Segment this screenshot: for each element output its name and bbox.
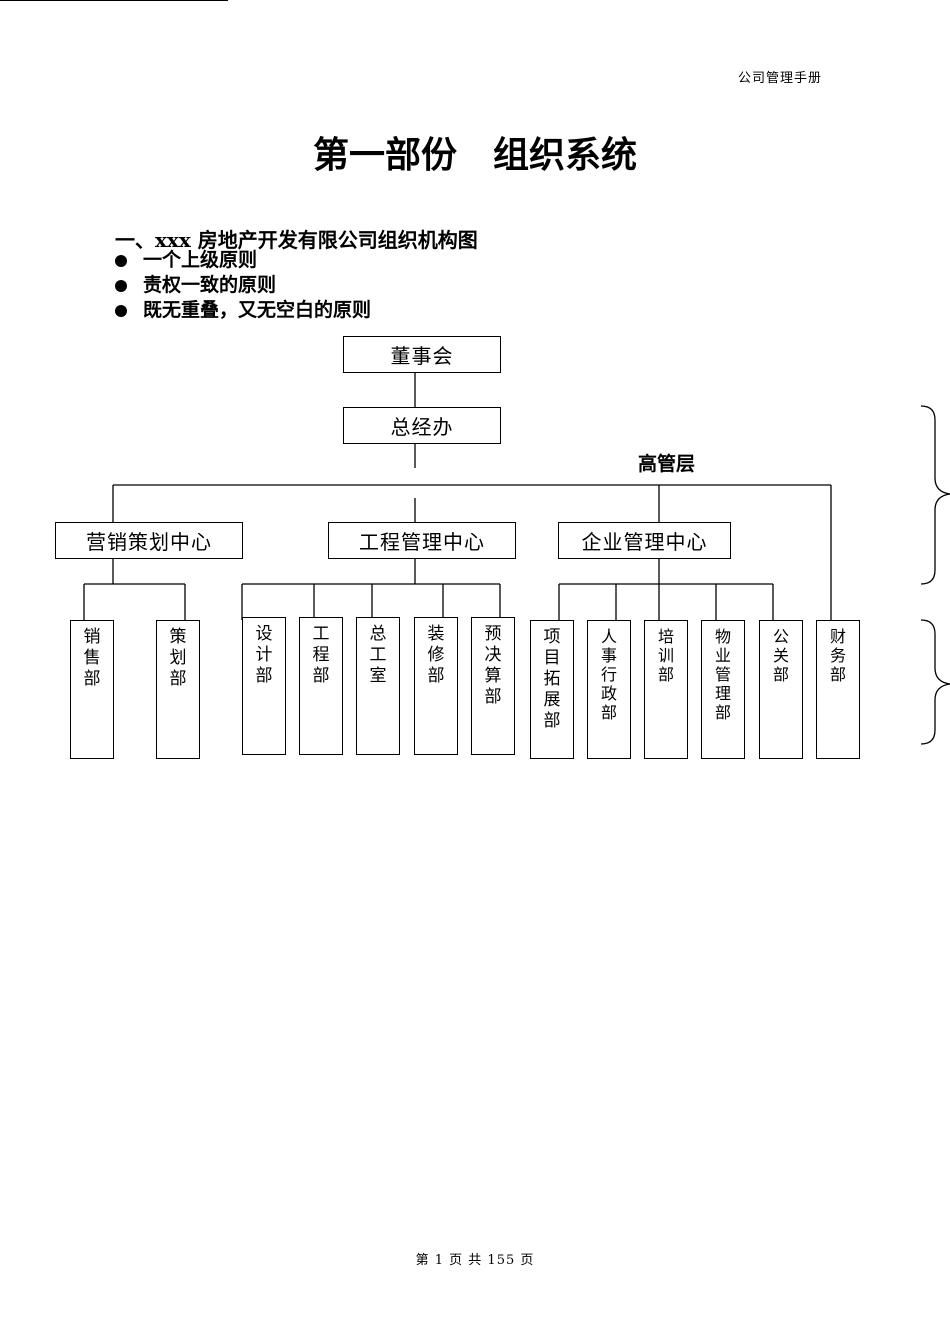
principles-list: 一个上级原则 责权一致的原则 既无重叠，又无空白的原则	[115, 248, 371, 323]
list-item: 一个上级原则	[115, 248, 371, 273]
org-node-decoration-dept: 装修部	[414, 617, 458, 755]
page-footer: 第 1 页 共 155 页	[415, 1253, 535, 1268]
bullet-icon	[115, 304, 127, 317]
org-node-design-dept: 设计部	[242, 617, 286, 755]
running-header: 公司管理手册	[738, 71, 823, 86]
org-node-property-mgmt-dept: 物业管理部	[701, 620, 745, 759]
org-node-budget-dept: 预决算部	[471, 617, 515, 755]
page-title: 第一部份 组织系统	[312, 134, 637, 176]
org-node-marketing-center: 营销策划中心	[55, 522, 243, 559]
org-node-enterprise-center: 企业管理中心	[558, 522, 731, 559]
senior-layer-label: 高管层	[638, 453, 696, 475]
header-rule	[0, 0, 228, 1]
org-node-project-expansion-dept: 项目拓展部	[530, 620, 574, 759]
list-item: 责权一致的原则	[115, 273, 371, 298]
org-node-hr-admin-dept: 人事行政部	[587, 620, 631, 759]
org-node-chief-engineer-office: 总工室	[356, 617, 400, 755]
org-node-training-dept: 培训部	[644, 620, 688, 759]
org-node-finance-dept: 财务部	[816, 620, 860, 759]
bullet-icon	[115, 279, 127, 292]
org-node-pr-dept: 公关部	[759, 620, 803, 759]
org-node-engineering-center: 工程管理中心	[328, 522, 516, 559]
org-node-gm-office: 总经办	[343, 407, 501, 444]
org-node-engineering-dept: 工程部	[299, 617, 343, 755]
list-item: 既无重叠，又无空白的原则	[115, 298, 371, 323]
section-heading: 一、xxx 房地产开发有限公司组织机构图	[115, 228, 478, 252]
org-node-sales-dept: 销售部	[70, 620, 114, 759]
org-node-planning-dept: 策划部	[156, 620, 200, 759]
org-node-board: 董事会	[343, 336, 501, 373]
brace-shapes	[920, 405, 950, 745]
bullet-icon	[115, 254, 127, 267]
